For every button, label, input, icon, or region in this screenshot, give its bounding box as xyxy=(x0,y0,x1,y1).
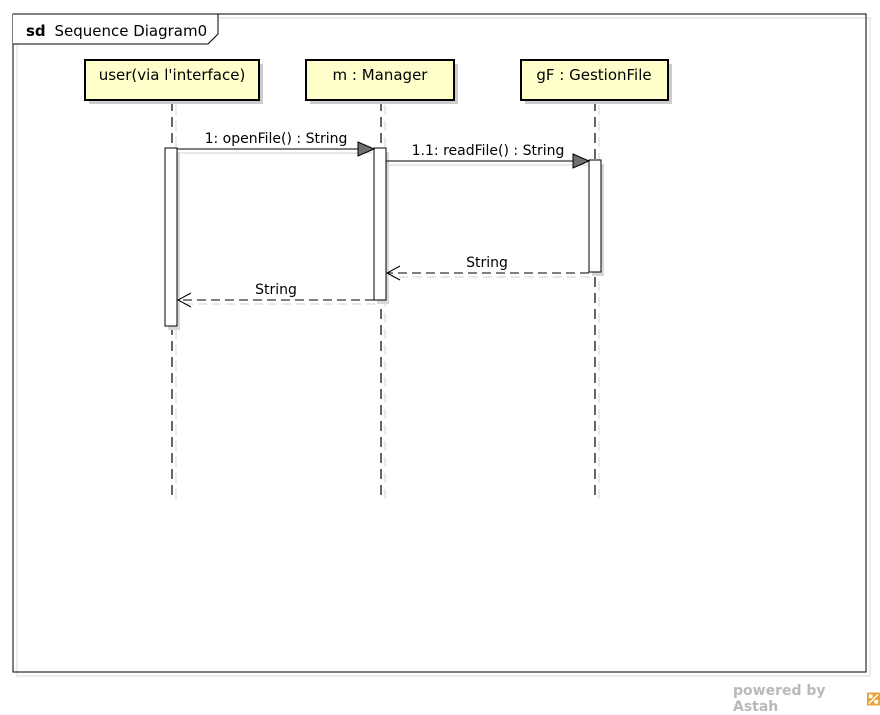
lifeline-user-head[interactable] xyxy=(84,59,260,101)
lifeline-user-label: user(via l'interface) xyxy=(99,66,246,84)
svg-text:sd Sequence Diagram0: sd Sequence Diagram0 xyxy=(26,22,207,40)
frame-title: Sequence Diagram0 xyxy=(54,22,207,40)
watermark-text: powered by Astah xyxy=(733,683,826,715)
message-readfile-arrowhead xyxy=(572,153,591,169)
message-return-manager-label: String xyxy=(255,282,297,298)
frame-tab xyxy=(13,13,219,45)
lifeline-gestionfile-head[interactable] xyxy=(520,59,669,101)
lifeline-manager-label: m : Manager xyxy=(333,66,429,84)
message-readfile-label: 1.1: readFile() : String xyxy=(412,143,565,159)
lifeline-user[interactable]: user(via l'interface) xyxy=(84,59,263,505)
lifeline-manager-head[interactable] xyxy=(305,59,455,101)
message-openfile-arrowhead xyxy=(357,141,376,157)
message-return-gestionfile-label: String xyxy=(466,255,508,271)
message-return-manager[interactable]: String xyxy=(176,282,375,308)
activation-manager xyxy=(373,147,387,301)
lifeline-gestionfile-label: gF : GestionFile xyxy=(536,66,651,84)
message-return-gestionfile-arrowhead xyxy=(385,265,401,281)
frame-keyword: sd xyxy=(26,22,46,40)
message-openfile-label: 1: openFile() : String xyxy=(205,131,348,147)
lifeline-gestionfile[interactable]: gF : GestionFile xyxy=(520,59,672,505)
message-return-manager-arrowhead xyxy=(176,292,192,308)
activation-user xyxy=(164,147,178,327)
message-readfile[interactable]: 1.1: readFile() : String xyxy=(386,143,591,169)
astah-logo-icon xyxy=(867,692,880,706)
message-return-gestionfile[interactable]: String xyxy=(385,255,590,281)
diagram-frame xyxy=(12,13,867,673)
astah-watermark: powered by Astah xyxy=(733,683,880,715)
activation-gestionfile xyxy=(588,159,602,273)
message-openfile[interactable]: 1: openFile() : String xyxy=(177,131,376,157)
